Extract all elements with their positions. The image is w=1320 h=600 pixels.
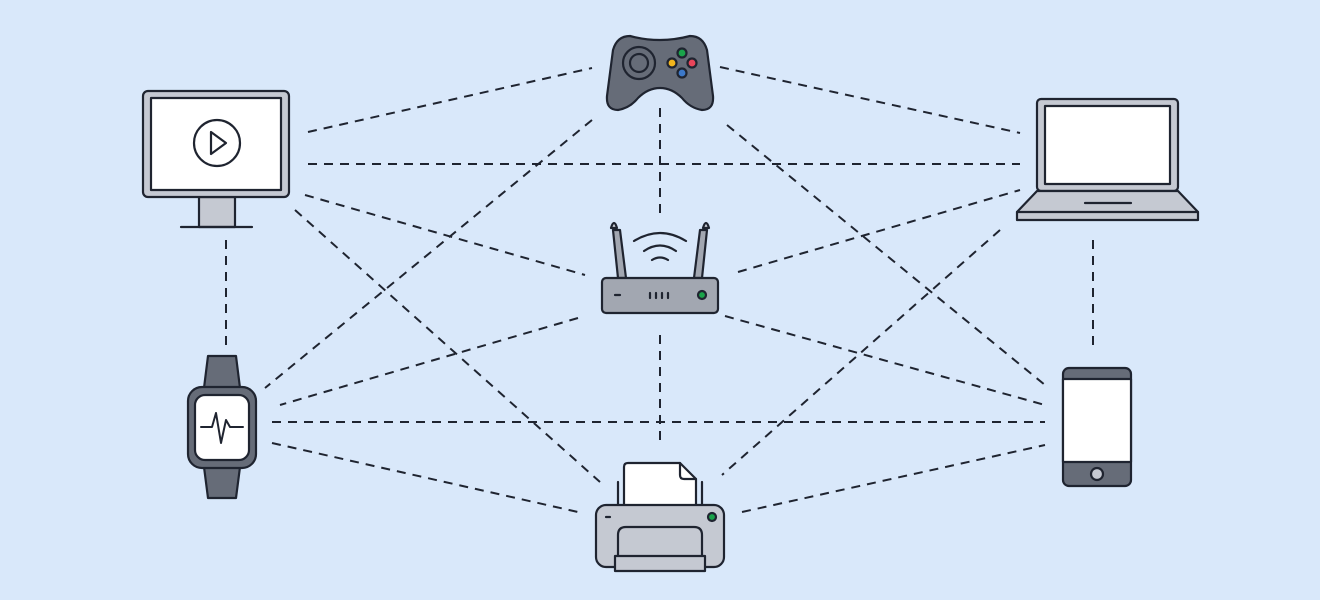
connection-watch-printer [271,442,579,513]
connection-controller-laptop [719,66,1021,134]
wifi-signal-icon [632,231,688,243]
connection-router-watch [279,317,579,406]
laptop-icon [1015,97,1200,222]
connection-monitor-controller [307,67,593,133]
connection-monitor-printer [294,209,601,483]
monitor-icon [141,89,291,229]
connection-laptop-printer [721,229,1001,476]
connection-router-phone [724,315,1046,406]
wifi-router-icon [600,221,720,315]
heartbeat-icon [200,412,244,444]
connection-printer-phone [741,444,1046,513]
connection-controller-phone [726,124,1046,386]
game-controller-icon [605,34,715,112]
printer-icon [594,461,726,573]
connection-laptop-router [737,189,1021,273]
connection-lines [225,66,1094,513]
smartphone-icon [1061,366,1133,488]
connection-controller-watch [264,119,593,389]
connection-monitor-router [304,194,586,276]
smartwatch-icon [186,354,258,500]
